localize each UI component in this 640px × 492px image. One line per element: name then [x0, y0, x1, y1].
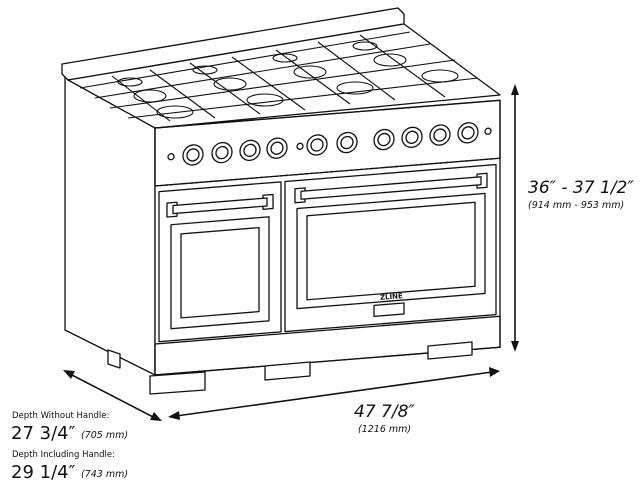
depth-including-handle-metric: (743 mm)	[81, 469, 129, 480]
vent-strip	[155, 157, 500, 187]
right-door-handle[interactable]	[294, 172, 488, 204]
left-oven-window-frame	[170, 216, 270, 330]
left-oven-door[interactable]	[158, 181, 282, 343]
depth-including-handle-label: Depth Including Handle:	[12, 450, 115, 460]
feet	[107, 341, 473, 395]
depth-without-handle-label: Depth Without Handle:	[12, 411, 110, 421]
control-knobs[interactable]	[182, 122, 479, 166]
width-imperial: 47 7/8″	[354, 402, 415, 422]
depth-without-handle-imperial: 27 3/4″	[11, 423, 76, 444]
right-oven-window-frame	[296, 192, 486, 310]
kick-plate	[154, 315, 501, 376]
front-frame	[154, 99, 501, 376]
left-oven-window	[180, 226, 260, 319]
dimension-arrows	[63, 84, 519, 421]
indicator-lights	[167, 127, 492, 161]
brand-badge-frame	[373, 302, 405, 318]
left-door-handle[interactable]	[166, 193, 274, 218]
right-oven-window	[306, 201, 476, 301]
depth-without-handle-metric: (705 mm)	[81, 430, 129, 441]
depth-including-handle-imperial: 29 1/4″	[11, 462, 76, 483]
height-imperial: 36″ - 37 1/2″	[528, 178, 634, 198]
burner-grates	[79, 31, 479, 122]
height-metric: (914 mm - 953 mm)	[528, 200, 625, 211]
right-oven-door[interactable]	[284, 163, 497, 333]
width-metric: (1216 mm)	[358, 424, 412, 435]
